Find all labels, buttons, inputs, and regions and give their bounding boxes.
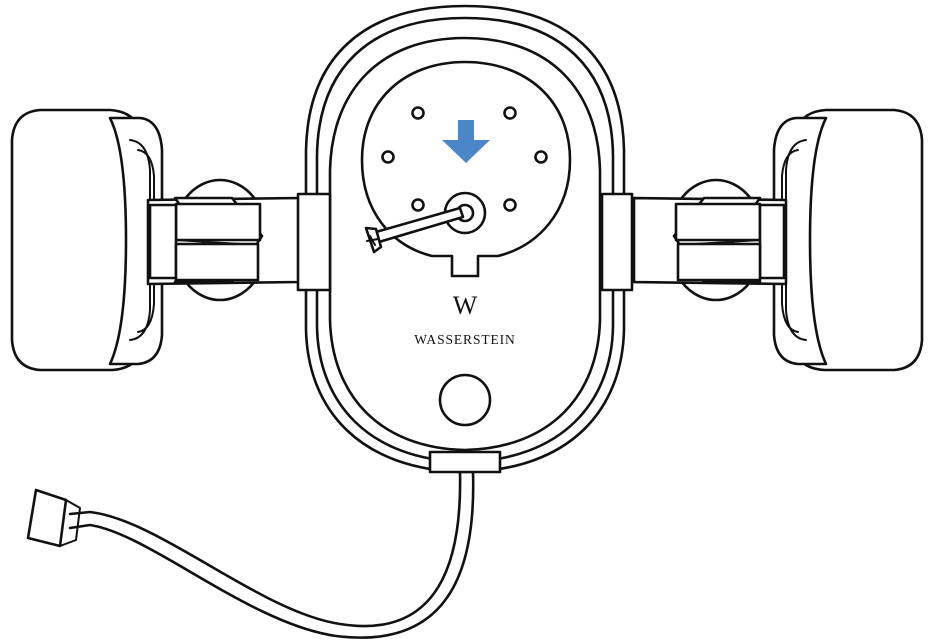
right-collar (600, 192, 634, 292)
motion-sensor (438, 373, 492, 427)
cable-gland (428, 450, 502, 474)
left-collar (296, 192, 332, 292)
power-cable (68, 470, 475, 639)
screw-hole (534, 150, 548, 164)
arrow-down-icon (442, 120, 490, 163)
left-arm (146, 178, 302, 302)
screw (364, 206, 465, 254)
brand-name: WASSERSTEIN (414, 332, 515, 347)
screw-hole (503, 106, 517, 120)
screw-hole (503, 198, 517, 212)
cable-connector (26, 488, 81, 548)
left-light-head (10, 108, 164, 372)
right-arm (632, 178, 788, 302)
screw-hole (411, 106, 425, 120)
right-light-head (772, 108, 924, 372)
screw-hole (411, 198, 425, 212)
brand-logo-mark: W (453, 291, 478, 320)
screw-hole (381, 150, 395, 164)
